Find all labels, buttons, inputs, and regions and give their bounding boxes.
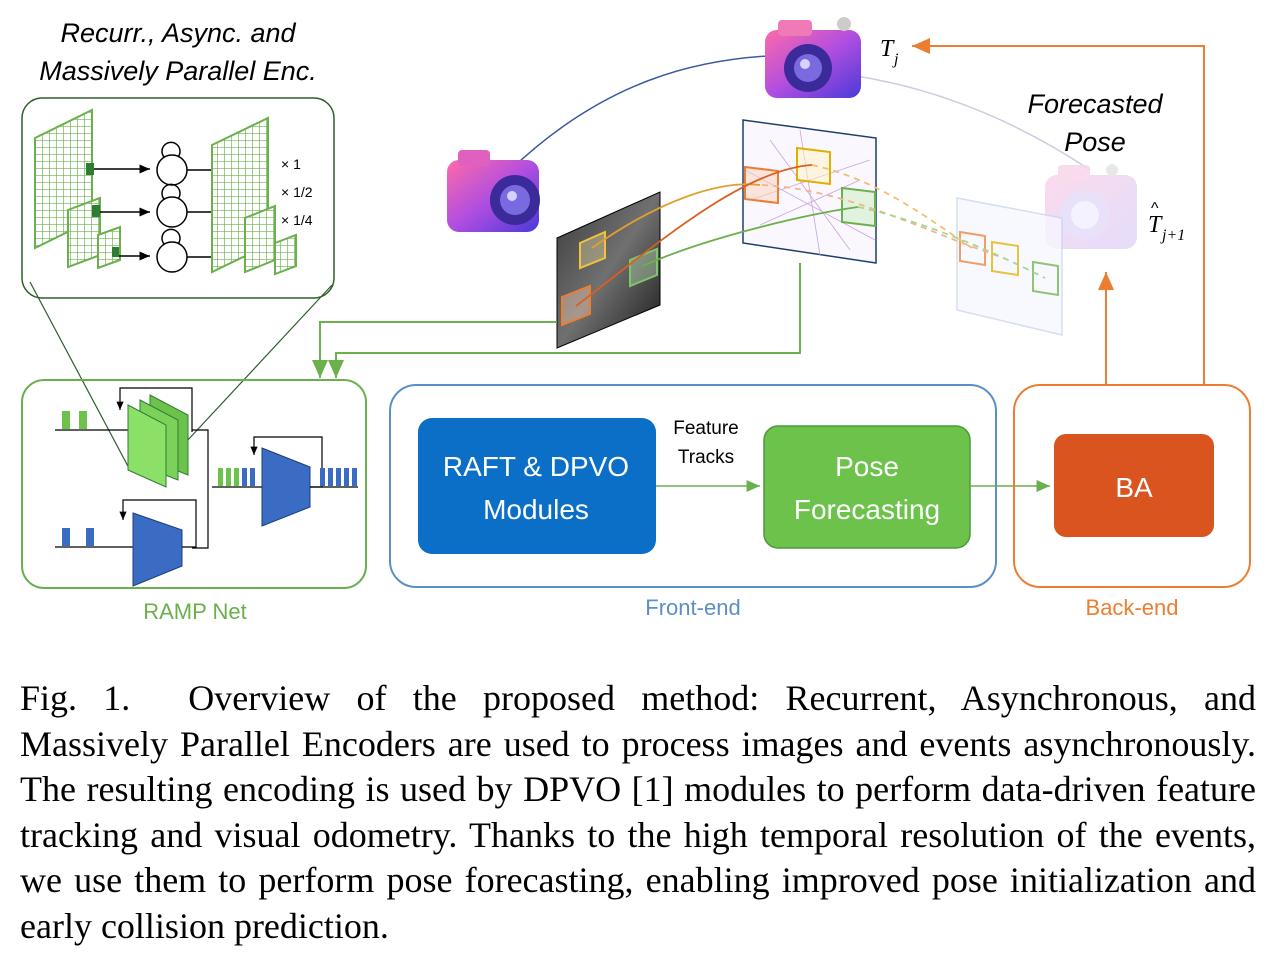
pose-label-current: T j xyxy=(880,36,899,68)
scale-label-3: × 1/4 xyxy=(281,212,313,228)
svg-text:T: T xyxy=(1148,212,1163,238)
svg-text:j+1: j+1 xyxy=(1160,227,1185,244)
pose-label-forecast: T ^ j+1 xyxy=(1148,200,1185,244)
ba-label: BA xyxy=(1115,472,1153,503)
encoder-title-line1: Recurr., Async. and xyxy=(60,18,296,48)
ba-block xyxy=(1054,434,1214,537)
camera-forecast xyxy=(1045,164,1137,249)
encoder-input-grids xyxy=(34,108,121,270)
raft-dpvo-block xyxy=(418,418,656,554)
method-overview-figure: Recurr., Async. and Massively Parallel E… xyxy=(21,17,1251,624)
trajectory-past xyxy=(499,54,801,181)
arrow-events-to-ramp xyxy=(328,263,801,378)
grayscale-image-frame xyxy=(556,191,661,349)
figure-caption: Fig. 1.Overview of the proposed method: … xyxy=(20,676,1256,949)
camera-left xyxy=(447,150,540,232)
feature-tracks-label-line1: Feature xyxy=(673,418,738,439)
feature-tracks-label-line2: Tracks xyxy=(678,447,734,468)
front-end-label: Front-end xyxy=(645,595,740,620)
pose-forecasting-label-line2: Forecasting xyxy=(794,494,940,525)
ramp-net-diagram xyxy=(55,387,358,587)
svg-text:T: T xyxy=(880,36,895,62)
camera-top xyxy=(765,17,861,98)
caption-text: Overview of the proposed method: Recurre… xyxy=(20,678,1256,946)
raft-dpvo-label-line2: Modules xyxy=(483,494,589,525)
forecast-event-frame xyxy=(956,197,1063,336)
zoom-line-left xyxy=(29,281,131,471)
pose-forecasting-block xyxy=(763,425,971,549)
zoom-line-right xyxy=(159,284,333,471)
forecast-title-line2: Pose xyxy=(1064,127,1126,157)
encoder-title-line2: Massively Parallel Enc. xyxy=(39,56,317,86)
encoder-output-grids xyxy=(211,116,297,276)
svg-text:^: ^ xyxy=(1151,200,1159,217)
feature-tracks xyxy=(575,164,1046,307)
pose-forecasting-label-line1: Pose xyxy=(835,451,899,482)
scale-label-1: × 1 xyxy=(281,156,301,172)
scale-label-2: × 1/2 xyxy=(281,184,313,200)
back-end-box xyxy=(1013,384,1251,588)
raft-dpvo-label-line1: RAFT & DPVO xyxy=(443,451,629,482)
ramp-net-label: RAMP Net xyxy=(143,599,247,624)
back-end-label: Back-end xyxy=(1086,595,1179,620)
svg-text:j: j xyxy=(892,51,899,68)
arrow-image-to-ramp xyxy=(312,321,557,378)
trajectory-forecast xyxy=(849,74,1091,171)
ramp-net-box xyxy=(21,379,367,589)
arrow-backend-to-current-pose xyxy=(912,38,1205,385)
forecast-title-line1: Forecasted xyxy=(1027,89,1163,119)
caption-label: Fig. 1. xyxy=(20,678,131,718)
